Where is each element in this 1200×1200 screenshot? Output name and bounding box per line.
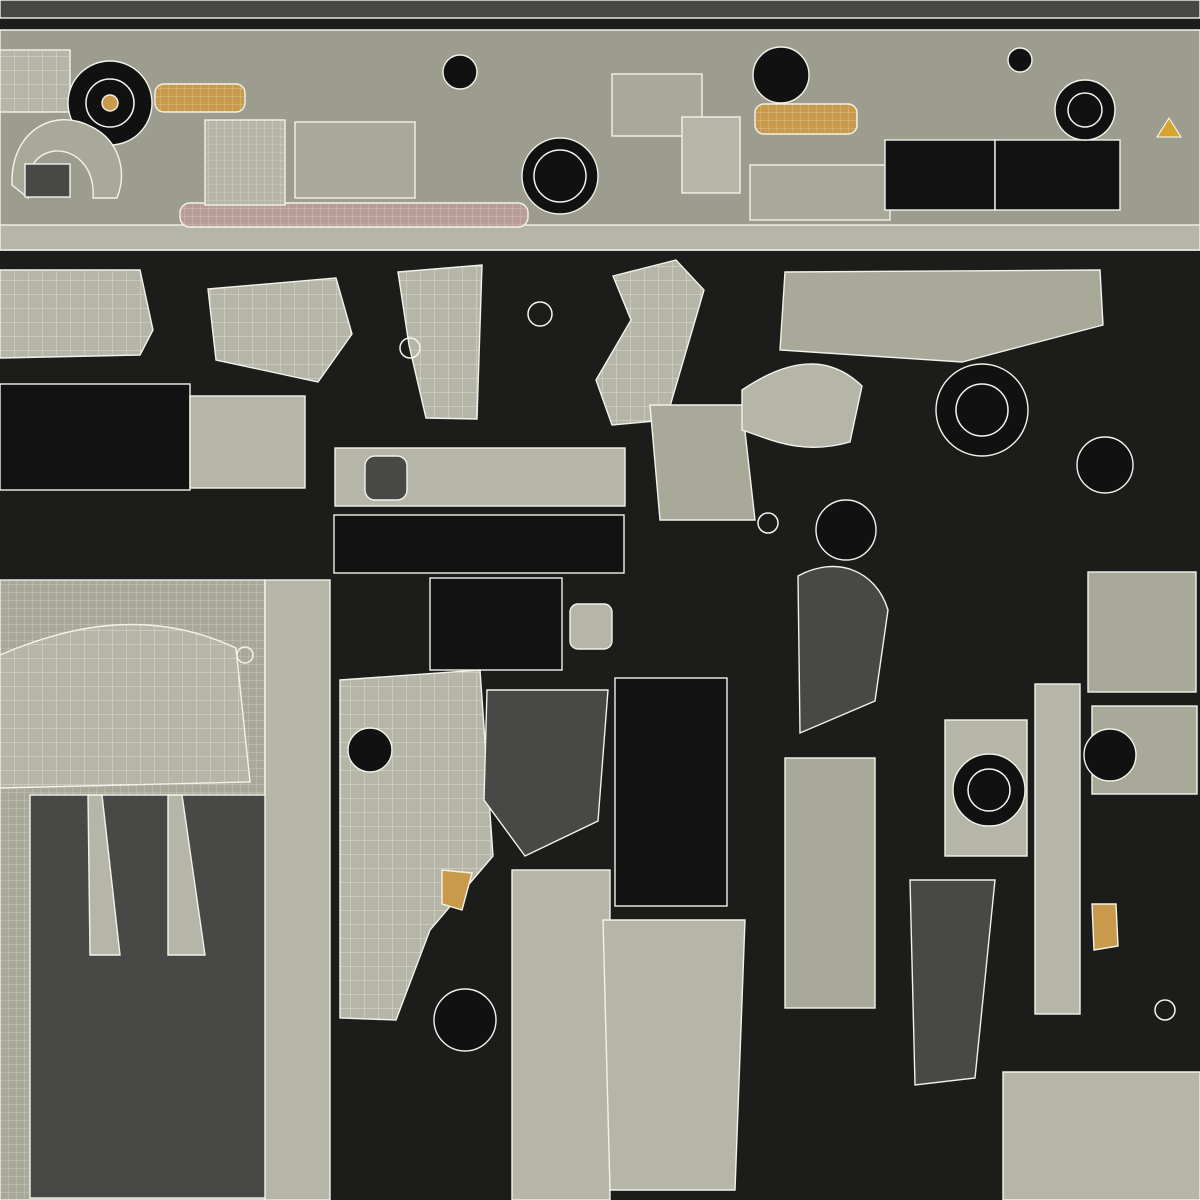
lower-center-mesh-panel	[602, 919, 746, 1191]
mesh-panel-upper	[294, 121, 416, 199]
small-hole-center	[527, 301, 553, 327]
small-hole-lower-right	[1154, 999, 1176, 1021]
round-dark-island-center	[521, 137, 599, 215]
large-dark-grid-island	[0, 383, 191, 491]
stock-strip-island	[779, 269, 1104, 363]
curved-buttstock-grid	[0, 624, 250, 788]
round-dark-island-inner	[533, 149, 587, 203]
warning-triangle-icon	[1156, 117, 1182, 138]
long-barrel-strip	[0, 224, 1200, 251]
ring-center-orange	[101, 94, 119, 112]
right-ring-inner	[967, 768, 1011, 812]
conical-mesh-island	[741, 363, 863, 449]
ring-island-right	[1054, 79, 1116, 141]
small-pale-round-panel	[569, 603, 613, 650]
square-mesh-island-top	[681, 116, 741, 194]
small-ring-island-lower-left	[347, 727, 393, 773]
dark-striped-part-right	[994, 139, 1121, 211]
orange-grip-grid-left	[155, 84, 245, 112]
orange-grip-grid-right	[755, 104, 857, 134]
curved-magazine-grid-right	[596, 260, 704, 425]
small-ring-top-center	[442, 54, 478, 90]
small-hole-lower-left	[236, 646, 254, 664]
small-detail-marks	[236, 47, 1176, 1021]
plain-panel-grid	[205, 120, 285, 205]
right-vertical-mesh-panel	[784, 757, 876, 1009]
black-lines-block-lower	[429, 577, 563, 671]
large-ring-island-middle-right	[935, 363, 1029, 457]
top-left-square-grid	[0, 50, 70, 112]
small-ring-top-right	[1007, 47, 1033, 73]
medium-ring-middle	[815, 499, 877, 561]
right-side-islands	[784, 565, 1200, 1200]
top-dark-band	[0, 0, 1200, 19]
left-receiver-grid-1	[0, 270, 153, 358]
right-ring-island	[952, 753, 1026, 827]
curved-magazine-grid-left	[398, 265, 482, 419]
upper-center-islands	[521, 46, 1182, 221]
grip-mesh-island	[649, 404, 756, 521]
dark-grip-island-right	[909, 879, 996, 1086]
small-dark-grid-panel	[24, 163, 71, 198]
small-orange-island-right	[1091, 903, 1119, 951]
dark-rounded-window	[364, 455, 408, 501]
top-uv-strip	[0, 0, 1200, 251]
vertical-rail-island	[264, 579, 331, 1200]
upper-right-detail-panel	[1087, 571, 1197, 693]
small-orange-island-lower	[441, 869, 473, 911]
small-hole-right	[757, 512, 779, 534]
ring-island-top-right	[752, 46, 810, 104]
curved-handle-island	[11, 119, 123, 200]
bottom-right-mesh-block	[1002, 1071, 1200, 1200]
small-hole-left	[399, 337, 421, 359]
lower-center-islands	[339, 669, 746, 1200]
curved-connector-island	[749, 164, 891, 221]
medium-ring-right	[1076, 436, 1134, 494]
grip-insert-left	[87, 794, 121, 956]
left-receiver-grid-2	[208, 278, 352, 382]
dark-bag-shaped-island	[483, 689, 609, 857]
long-light-panel-center	[511, 869, 611, 1200]
large-ring-inner-middle-right	[955, 383, 1009, 437]
ring-island-right-inner	[1067, 92, 1103, 128]
far-right-ring-island	[1083, 728, 1137, 782]
left-lower-islands	[0, 579, 331, 1200]
black-vertical-lines-block	[333, 514, 625, 574]
grip-insert-right	[167, 794, 206, 956]
dark-striped-part	[884, 139, 996, 211]
upper-left-islands	[0, 49, 416, 206]
gray-grid-block-left	[189, 395, 306, 489]
tall-right-column	[1034, 683, 1081, 1015]
lower-ring-island-center	[433, 988, 497, 1052]
middle-band-islands	[0, 259, 1104, 521]
large-dark-striped-panel	[29, 794, 271, 1199]
pink-strip-grid	[180, 203, 528, 227]
central-block-islands	[333, 447, 728, 907]
large-ring-inner-left	[85, 78, 135, 128]
curved-dark-magazine-right	[797, 565, 889, 735]
tall-black-lines-block	[614, 677, 728, 907]
